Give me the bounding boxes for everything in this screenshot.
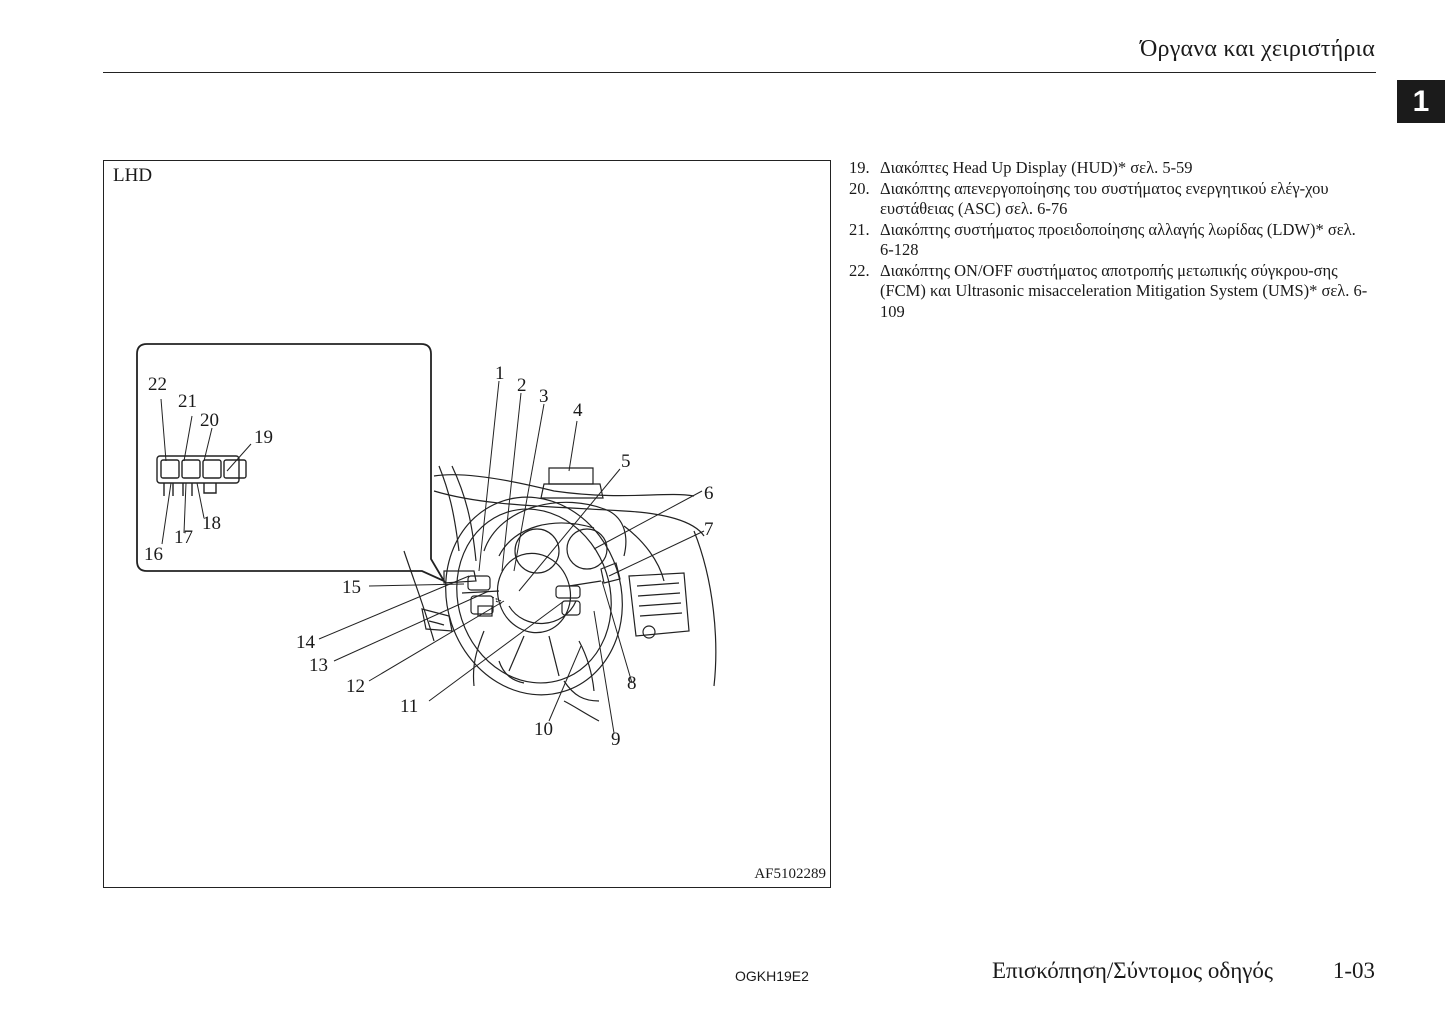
figure-code: AF5102289 [754,866,826,882]
inset-switch-panel [156,455,247,496]
callout-9: 9 [611,729,621,750]
callout-4: 4 [573,400,583,421]
callout-13: 13 [309,655,328,676]
callout-numbers: 1 2 3 4 5 6 7 8 9 10 11 12 13 14 15 16 1… [144,363,714,750]
list-item-number: 20. [849,178,870,198]
figure-variant-label: LHD [113,165,153,186]
list-item-text: Διακόπτης απενεργοποίησης του συστήματος… [880,178,1329,219]
callout-3: 3 [539,386,549,407]
leader-lines [160,380,705,734]
dashboard-illustration [403,465,717,722]
dashboard-drawing: 1 2 3 4 5 6 7 8 9 10 11 12 13 14 15 16 1… [136,343,717,750]
callout-list: 19. Διακόπτες Head Up Display (HUD)* σελ… [849,158,1369,322]
list-item-text: Διακόπτης ON/OFF συστήματος αποτροπής με… [880,260,1368,321]
callout-15: 15 [342,577,361,598]
document-code: OGKH19E2 [735,968,809,984]
callout-7: 7 [704,519,714,540]
inset-callout-box [136,343,447,584]
list-item-number: 22. [849,260,870,280]
callout-18: 18 [202,513,221,534]
callout-16: 16 [144,544,163,565]
steering-figure: 1 2 3 4 5 6 7 8 9 10 11 12 13 14 15 16 1… [103,160,831,888]
chapter-tab: 1 [1397,80,1445,123]
list-item-text: Διακόπτες Head Up Display (HUD)* σελ. 5-… [880,158,1193,177]
page-header-title: Όργανα και χειριστήρια [1140,36,1375,62]
callout-20: 20 [200,410,219,431]
callout-6: 6 [704,483,714,504]
callout-8: 8 [627,673,637,694]
list-item: 21. Διακόπτης συστήματος προειδοποίησης … [849,220,1369,261]
footer-section-title: Επισκόπηση/Σύντομος οδηγός [991,958,1273,983]
list-item: 19. Διακόπτες Head Up Display (HUD)* σελ… [849,158,1369,179]
callout-19: 19 [254,427,273,448]
list-item-number: 21. [849,219,870,239]
callout-11: 11 [400,696,418,717]
list-item: 20. Διακόπτης απενεργοποίησης του συστήμ… [849,179,1369,220]
callout-12: 12 [346,676,365,697]
list-item-number: 19. [849,158,870,177]
callout-21: 21 [178,391,197,412]
callout-22: 22 [148,374,167,395]
callout-17: 17 [174,527,193,548]
list-item: 22. Διακόπτης ON/OFF συστήματος αποτροπή… [849,261,1369,323]
callout-1: 1 [495,363,505,384]
callout-5: 5 [621,451,631,472]
header-divider [103,72,1376,73]
callout-10: 10 [534,719,553,740]
page-number: 1-03 [1332,958,1375,983]
callout-2: 2 [517,375,527,396]
callout-14: 14 [296,632,316,653]
list-item-text: Διακόπτης συστήματος προειδοποίησης αλλα… [880,219,1356,260]
